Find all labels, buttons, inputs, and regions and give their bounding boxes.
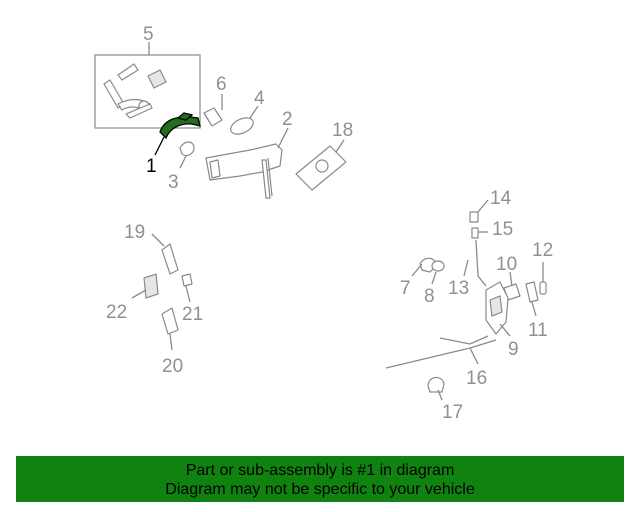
callout-13: 13 bbox=[448, 278, 469, 299]
banner-line-2: Diagram may not be specific to your vehi… bbox=[165, 481, 475, 498]
part-12[interactable] bbox=[539, 262, 547, 295]
part-11[interactable] bbox=[525, 281, 539, 317]
part-21[interactable] bbox=[181, 273, 193, 303]
callout-19: 19 bbox=[124, 222, 145, 243]
callout-11: 11 bbox=[528, 320, 548, 341]
callout-2: 2 bbox=[282, 109, 293, 130]
callout-15: 15 bbox=[492, 219, 513, 240]
callout-9: 9 bbox=[508, 339, 519, 360]
callout-14: 14 bbox=[490, 188, 512, 209]
callout-17: 17 bbox=[442, 402, 463, 423]
part-3[interactable] bbox=[179, 141, 195, 169]
part-14[interactable] bbox=[469, 199, 489, 223]
info-banner: Part or sub-assembly is #1 in diagram Di… bbox=[16, 456, 624, 502]
part-1-door-handle[interactable] bbox=[154, 112, 201, 156]
part-20[interactable] bbox=[161, 307, 179, 351]
callout-21: 21 bbox=[182, 304, 203, 325]
callout-22: 22 bbox=[106, 302, 127, 323]
callout-4: 4 bbox=[254, 88, 265, 109]
callout-20: 20 bbox=[162, 356, 183, 377]
part-6[interactable] bbox=[203, 94, 223, 127]
part-4[interactable] bbox=[228, 105, 259, 137]
callout-8: 8 bbox=[424, 286, 435, 307]
callout-7: 7 bbox=[400, 278, 411, 299]
part-9-latch[interactable] bbox=[485, 281, 511, 337]
part-5-kit-box[interactable] bbox=[94, 42, 201, 129]
part-2-handle-carrier[interactable] bbox=[205, 127, 289, 199]
part-19[interactable] bbox=[151, 233, 179, 275]
part-7[interactable] bbox=[411, 257, 437, 277]
part-18[interactable] bbox=[295, 139, 347, 191]
parts-diagram: 5 6 4 1 3 2 18 19 bbox=[94, 24, 553, 423]
part-16-cable[interactable] bbox=[385, 335, 497, 369]
callout-16: 16 bbox=[466, 368, 487, 389]
callout-5: 5 bbox=[143, 24, 154, 45]
callout-18: 18 bbox=[332, 120, 353, 141]
callout-1: 1 bbox=[146, 156, 157, 177]
part-8[interactable] bbox=[431, 260, 445, 285]
part-17[interactable] bbox=[427, 376, 445, 401]
callout-12: 12 bbox=[532, 240, 553, 261]
part-15[interactable] bbox=[471, 227, 488, 239]
part-13-rod[interactable] bbox=[463, 239, 487, 287]
callout-3: 3 bbox=[168, 172, 179, 193]
banner-line-1: Part or sub-assembly is #1 in diagram bbox=[185, 462, 455, 479]
callout-10: 10 bbox=[496, 254, 517, 275]
part-22[interactable] bbox=[131, 273, 159, 299]
callout-6: 6 bbox=[216, 74, 227, 95]
